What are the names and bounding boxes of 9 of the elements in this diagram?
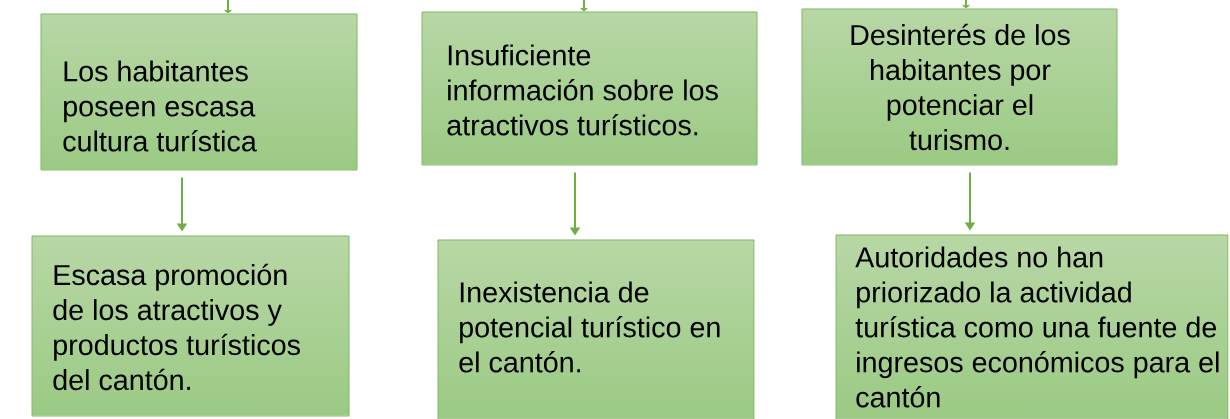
process-box: Los habitantes poseen escasa cultura turística — [40, 13, 358, 171]
process-box: Desinterés de los habitantes por potenciar el turismo. — [801, 8, 1118, 166]
arrow — [962, 0, 970, 9]
process-box: Autoridades no han priorizado la actividad turística como una fuente de ingresos económicos para el cantón — [835, 234, 1229, 419]
process-box: Escasa promoción de los atractivos y productos turísticos del cantón. — [31, 235, 350, 417]
process-box: Insuficiente información sobre los atractivos turísticos. — [421, 11, 758, 166]
arrow — [224, 0, 232, 14]
arrow — [580, 0, 588, 12]
process-box: Inexistencia de potencial turístico en el cantón. — [437, 239, 755, 419]
